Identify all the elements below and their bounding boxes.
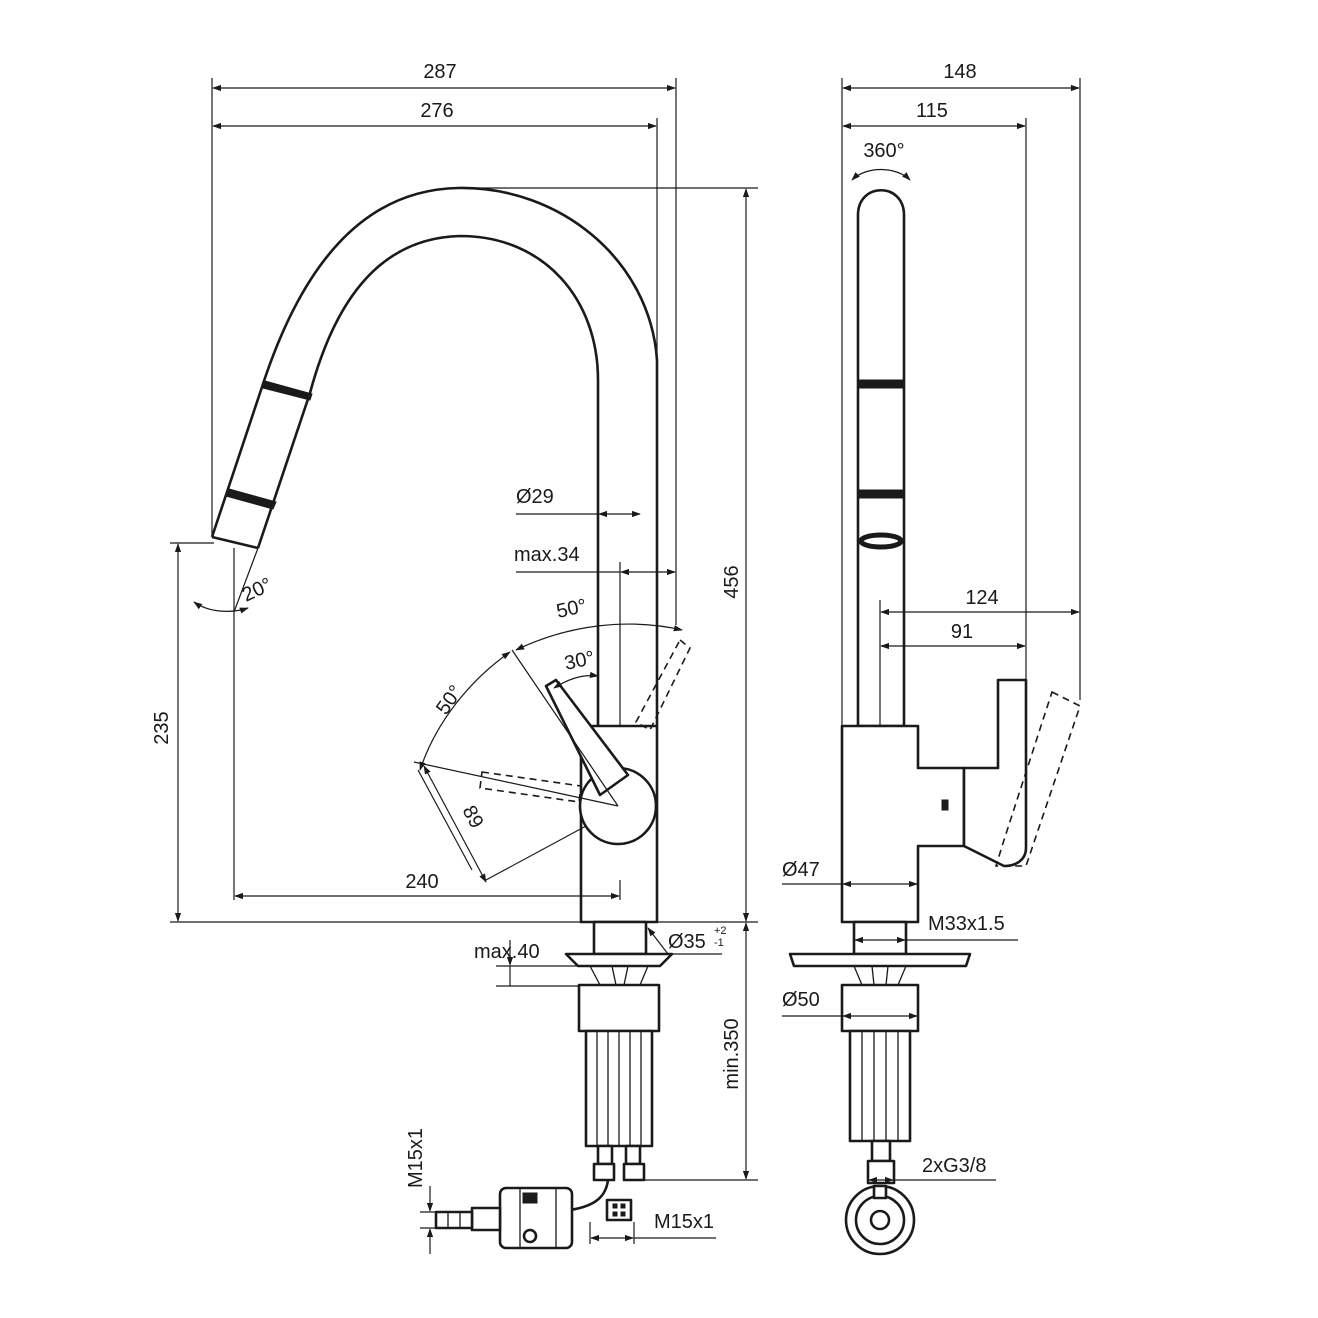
dim-min-350: min.350	[721, 1018, 743, 1089]
hose-connector-left	[592, 1162, 616, 1182]
dim-max-40: max.40	[474, 941, 540, 963]
front-spout	[856, 189, 906, 542]
front-lever-alt-position	[994, 690, 1081, 867]
dim-angle-50-top: 50°	[554, 595, 588, 623]
front-threaded-shank	[848, 1029, 912, 1143]
lever-alt-position-up	[634, 638, 691, 732]
front-neck	[852, 920, 908, 956]
dim-m15-right: M15x1	[654, 1211, 714, 1233]
front-nozzle	[858, 532, 904, 550]
dim-148: 148	[943, 61, 976, 83]
valve-outlet	[605, 1198, 633, 1222]
dim-89: 89	[458, 802, 488, 832]
dim-276: 276	[420, 100, 453, 122]
spray-head-end	[211, 535, 259, 550]
dim-angle-50-left: 50°	[432, 681, 467, 718]
dim-angle-20: 20°	[239, 574, 276, 607]
front-shank-ribs	[861, 1031, 899, 1141]
dim-diameter-47: Ø47	[782, 859, 820, 881]
dim-235: 235	[151, 711, 173, 744]
neck	[592, 920, 648, 956]
spout-outer	[210, 186, 659, 726]
dim-rotation-360: 360°	[863, 140, 904, 162]
front-spout-lower	[856, 540, 906, 728]
front-view: 148 115 360° 124 91 Ø47 M33x1.5 Ø50 2xG3…	[782, 61, 1081, 1256]
dim-diameter-35-tol-up: +2	[714, 925, 727, 937]
mounting-flange	[564, 952, 674, 968]
dim-diameter-35-tol-down: -1	[714, 937, 724, 949]
dim-m15-left: M15x1	[405, 1128, 427, 1188]
lever-handle	[544, 678, 630, 797]
hose-connector-right	[622, 1162, 646, 1182]
dim-diameter-50: Ø50	[782, 989, 820, 1011]
dim-456: 456	[721, 565, 743, 598]
dim-g38: 2xG3/8	[922, 1155, 986, 1177]
dim-diameter-35: Ø35	[668, 931, 706, 953]
front-spray-band-lower	[857, 489, 905, 499]
front-body	[840, 724, 966, 924]
front-mounting-flange	[788, 952, 972, 968]
spout-inner	[256, 234, 600, 726]
front-mounting-nut	[840, 983, 920, 1033]
dim-max-34: max.34	[514, 544, 580, 566]
mounting-nut	[577, 983, 661, 1033]
dim-m33: M33x1.5	[928, 913, 1005, 935]
front-lever	[962, 678, 1028, 868]
dim-115: 115	[916, 100, 948, 122]
spray-band-upper	[262, 380, 313, 401]
dim-angle-30: 30°	[562, 647, 596, 675]
dim-diameter-29: Ø29	[516, 486, 554, 508]
dim-287: 287	[423, 61, 456, 83]
shank-ribs	[596, 1031, 642, 1146]
side-view: 287 276 456 Ø29 max.34 20° 235 240	[151, 61, 758, 1254]
dim-240: 240	[405, 871, 438, 893]
spray-band-lower	[225, 488, 277, 510]
dim-91: 91	[951, 621, 973, 643]
front-spray-band-upper	[857, 379, 905, 389]
hose	[569, 1179, 610, 1212]
dim-124: 124	[965, 587, 998, 609]
valve-inlet	[434, 1210, 474, 1230]
